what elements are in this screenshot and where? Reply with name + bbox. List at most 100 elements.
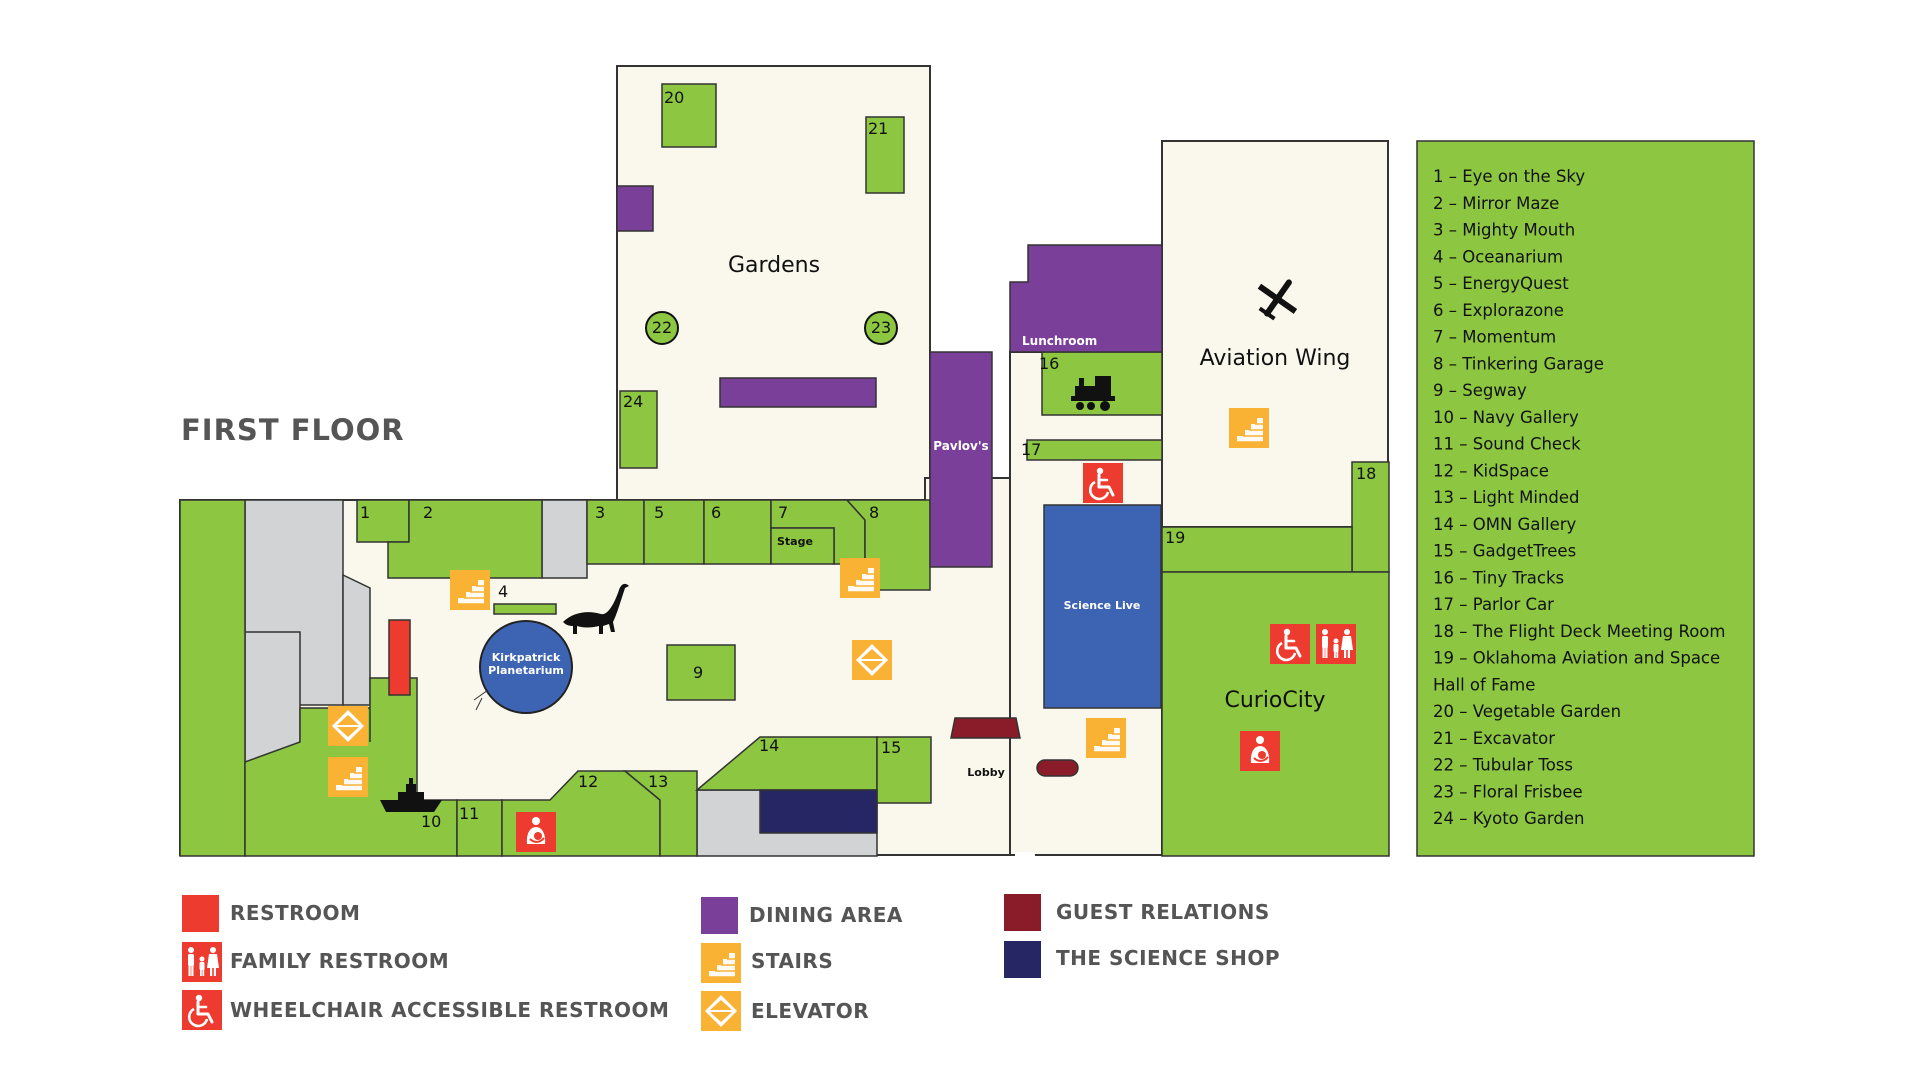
exhibit-number: 11 xyxy=(459,804,479,823)
exhibit-number: 24 xyxy=(623,392,643,411)
exhibit-23-floral-frisbee[interactable] xyxy=(864,311,898,345)
exhibit-number: 2 xyxy=(423,503,433,522)
stairs-icon xyxy=(449,569,491,611)
key-list-item: 23 – Floral Frisbee xyxy=(1433,782,1583,801)
curiocity-area[interactable] xyxy=(1161,571,1390,857)
exhibit-22-tubular-toss[interactable] xyxy=(645,311,679,345)
guest-relations-desk[interactable] xyxy=(950,717,1021,739)
exhibit-24-kyoto-garden[interactable] xyxy=(619,390,658,469)
key-list-item: 9 – Segway xyxy=(1433,381,1527,400)
exhibit-3-mighty-mouth[interactable] xyxy=(586,499,645,565)
elevator-icon xyxy=(852,640,892,680)
legend-dining-label: DINING AREA xyxy=(749,903,903,927)
key-list-item: 5 – EnergyQuest xyxy=(1433,274,1569,293)
exhibit-17-parlor-car[interactable] xyxy=(1026,439,1163,461)
legend-elevator-label: ELEVATOR xyxy=(751,999,869,1023)
key-list-item: 8 – Tinkering Garage xyxy=(1433,354,1604,373)
exhibit-number: 16 xyxy=(1039,354,1059,373)
stairs-icon xyxy=(839,557,881,599)
lunchroom-label: Lunchroom xyxy=(1022,334,1097,348)
nursing-room-icon xyxy=(515,811,557,853)
key-list-item: 6 – Explorazone xyxy=(1433,301,1564,320)
exhibit-number: 14 xyxy=(759,736,779,755)
family-restroom-icon xyxy=(182,942,222,982)
train-icon xyxy=(1071,376,1115,411)
pavlovs[interactable] xyxy=(929,351,993,568)
exhibit-18-flight-deck[interactable] xyxy=(1351,461,1390,573)
key-list-item: 2 – Mirror Maze xyxy=(1433,194,1559,213)
exhibit-number: 21 xyxy=(868,119,888,138)
exhibit-number: 4 xyxy=(498,582,508,601)
science-live[interactable] xyxy=(1043,504,1162,709)
planetarium-label-line2: Planetarium xyxy=(488,664,564,677)
exhibit-4-oceanarium[interactable] xyxy=(493,603,557,615)
exhibit-1-eye-on-the-sky[interactable] xyxy=(356,499,410,543)
exhibit-6-explorazone[interactable] xyxy=(703,499,772,565)
exhibit-number: 20 xyxy=(664,88,684,107)
legend-guest-relations-label: GUEST RELATIONS xyxy=(1056,900,1270,924)
exhibit-20-vegetable-garden[interactable] xyxy=(661,83,717,148)
restroom[interactable] xyxy=(388,619,411,696)
science-shop[interactable] xyxy=(759,789,878,834)
guest-relations-kiosk[interactable] xyxy=(1036,759,1079,777)
stairs-icon xyxy=(1085,717,1127,759)
gray-block xyxy=(342,573,371,706)
key-list-item: 17 – Parlor Car xyxy=(1433,595,1554,614)
exhibit-2-mirror-maze[interactable] xyxy=(387,499,543,579)
elevator-icon xyxy=(701,991,741,1031)
key-list-item: 7 – Momentum xyxy=(1433,328,1556,347)
exhibit-number: 17 xyxy=(1021,440,1041,459)
legend-family-restroom-label: FAMILY RESTROOM xyxy=(230,949,449,973)
exhibit-number: 8 xyxy=(869,503,879,522)
elevator-icon xyxy=(328,706,368,746)
aviation-wing-label: Aviation Wing xyxy=(1200,346,1351,371)
key-list-item: 4 – Oceanarium xyxy=(1433,247,1563,266)
key-list-item: 1 – Eye on the Sky xyxy=(1433,167,1585,186)
exhibit-number: 3 xyxy=(595,503,605,522)
gardens-label: Gardens xyxy=(728,253,820,278)
kirkpatrick-planetarium[interactable] xyxy=(479,620,573,714)
key-list-item: 14 – OMN Gallery xyxy=(1433,515,1577,534)
exhibit-left-wall[interactable] xyxy=(179,499,246,857)
exhibit-11-sound-check[interactable] xyxy=(456,799,503,857)
legend-wheelchair-label: WHEELCHAIR ACCESSIBLE RESTROOM xyxy=(230,998,669,1022)
exhibit-5-energyquest[interactable] xyxy=(643,499,705,565)
exhibit-21-excavator[interactable] xyxy=(865,116,905,194)
key-list-item: 10 – Navy Gallery xyxy=(1433,408,1579,427)
exhibit-number: 23 xyxy=(871,318,891,337)
dinosaur-icon xyxy=(563,583,629,634)
legend: RESTROOM FAMILY RESTROOM WHEELCHAIR ACCE… xyxy=(180,894,1280,1032)
exhibit-key-box xyxy=(1416,140,1755,857)
key-list-item: 20 – Vegetable Garden xyxy=(1433,702,1621,721)
exhibit-number: 6 xyxy=(711,503,721,522)
lobby-label: Lobby xyxy=(967,766,1005,779)
key-list-item: 24 – Kyoto Garden xyxy=(1433,809,1585,828)
exhibit-number: 9 xyxy=(693,663,703,682)
legend-restroom-label: RESTROOM xyxy=(230,901,360,925)
dining-area-gardens[interactable] xyxy=(616,185,654,232)
stage[interactable] xyxy=(770,527,835,565)
exhibit-number: 7 xyxy=(778,503,788,522)
key-list-item: 19 – Oklahoma Aviation and Space xyxy=(1433,649,1720,668)
exhibit-number: 5 xyxy=(654,503,664,522)
key-list-item: 15 – GadgetTrees xyxy=(1433,542,1576,561)
gray-block xyxy=(541,499,588,579)
key-list-item: 16 – Tiny Tracks xyxy=(1433,568,1564,587)
ship-icon xyxy=(380,778,442,812)
key-list-item: 21 – Excavator xyxy=(1433,729,1555,748)
curiocity-label: CurioCity xyxy=(1224,688,1325,713)
exhibit-19-aviation-hall-of-fame[interactable] xyxy=(1161,526,1353,573)
stage-label: Stage xyxy=(777,535,813,548)
exhibit-9-segway[interactable] xyxy=(666,644,736,701)
stairs-icon xyxy=(700,942,742,984)
stairs-icon xyxy=(1228,407,1270,449)
family-restroom-icon xyxy=(1316,624,1356,664)
dining-area-gardens-bar[interactable] xyxy=(719,377,877,408)
exhibit-number: 18 xyxy=(1356,464,1376,483)
airplane-icon xyxy=(1257,279,1298,321)
wheelchair-icon xyxy=(1268,622,1312,666)
lunchroom[interactable] xyxy=(1009,244,1163,353)
exhibit-13-light-minded[interactable] xyxy=(622,770,698,857)
exhibit-15-gadgettrees[interactable] xyxy=(876,736,932,804)
